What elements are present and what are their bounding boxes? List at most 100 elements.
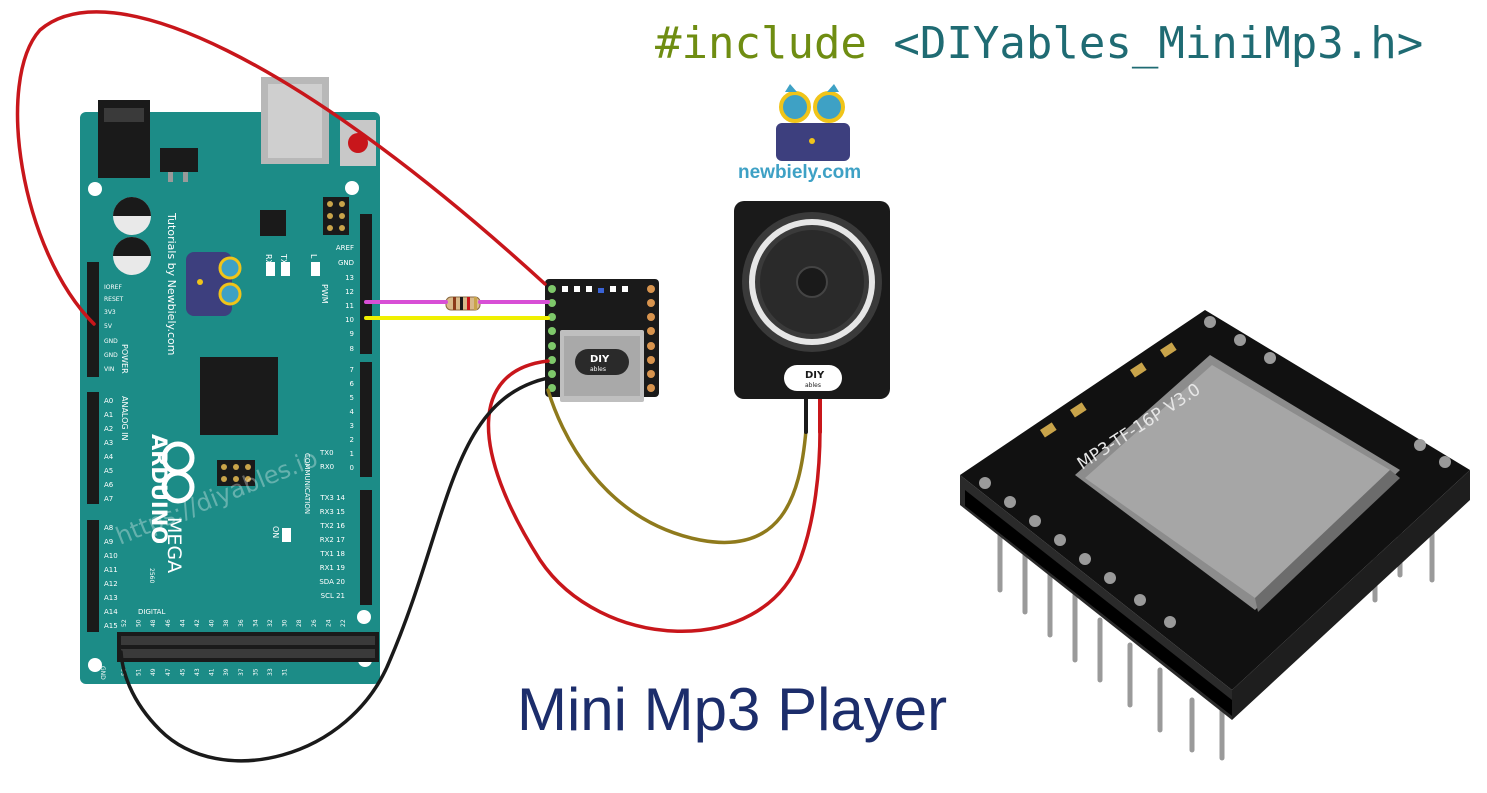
speaker: DIY ables xyxy=(734,201,890,399)
mounting-hole xyxy=(88,658,102,672)
pin-label: 6 xyxy=(350,380,355,388)
led-label-on: ON xyxy=(271,526,280,538)
product-title: Mini Mp3 Player xyxy=(517,676,948,743)
module-photo-smd xyxy=(1040,342,1177,438)
board-model-year: 2560 xyxy=(148,568,155,583)
led-label-rx: RX xyxy=(264,254,273,266)
mp3-module-schematic: DIY ables xyxy=(545,279,659,402)
include-file: <DIYables_MiniMp3.h> xyxy=(893,18,1424,69)
module-pins-right xyxy=(647,285,655,392)
wire-5v-red xyxy=(15,10,547,326)
pin-label: 9 xyxy=(350,330,354,338)
pin-label: A8 xyxy=(104,524,113,532)
pin-label: 3 xyxy=(350,422,354,430)
mounting-hole xyxy=(345,181,359,195)
digital-header-pins xyxy=(121,636,375,658)
rx-led xyxy=(266,262,275,276)
pin-label: 13 xyxy=(345,274,354,282)
pwm-header xyxy=(360,214,372,354)
pin-label: RX3 15 xyxy=(320,508,345,516)
pin-label: 3V3 xyxy=(104,309,116,316)
power-pin-labels: IOREF RESET 3V3 5V GND GND VIN xyxy=(104,284,124,373)
pin-label: IOREF xyxy=(104,284,122,291)
pin-label: GND xyxy=(104,338,118,345)
brand-site: newbiely.com xyxy=(738,162,862,183)
digital-pin-label: 36 xyxy=(238,619,245,627)
pin-label-11: 11 xyxy=(345,302,354,310)
digital-pin-label: 50 xyxy=(136,619,143,627)
newbiely-owl-logo-icon xyxy=(776,84,850,161)
power-header xyxy=(87,262,99,377)
pin-label: 0 xyxy=(350,464,354,472)
serial-label-rx0: RX0 xyxy=(320,463,334,471)
wire-speaker-brown xyxy=(546,388,808,545)
arduino-logo-icon xyxy=(161,441,195,504)
led-label-l: L xyxy=(309,254,318,259)
svg-text:DIY: DIY xyxy=(805,370,825,381)
wires xyxy=(15,10,822,763)
pin-label: SDA 20 xyxy=(319,578,345,586)
wire-speaker-red xyxy=(486,359,822,633)
digital-pin-label: 41 xyxy=(209,668,216,676)
pin-label-5v: 5V xyxy=(104,323,113,330)
digital-pin-label: 26 xyxy=(311,619,318,627)
pin-label: RX2 17 xyxy=(320,536,345,544)
digital-pin-label: 28 xyxy=(296,619,303,627)
analog-header-high xyxy=(87,520,99,632)
pin-label: A15 xyxy=(104,622,118,630)
digital-pin-label: 43 xyxy=(194,668,201,676)
diyables-logo-icon: DIY ables xyxy=(575,349,629,375)
speaker-diyables-logo-icon: DIY ables xyxy=(784,365,842,391)
digital-pin-label: 22 xyxy=(340,619,347,627)
comm-pin-labels: TX3 14 RX3 15 TX2 16 RX2 17 TX1 18 RX1 1… xyxy=(319,494,345,600)
pin-label: GND xyxy=(104,352,118,359)
pin-label: 5 xyxy=(350,394,354,402)
on-led xyxy=(282,528,291,542)
pin-label: AREF xyxy=(336,244,354,252)
pin-label: 8 xyxy=(350,345,354,353)
l-led xyxy=(311,262,320,276)
icsp-header-2 xyxy=(217,460,255,486)
digital-pin-label: 46 xyxy=(165,619,172,627)
analog-header xyxy=(87,392,99,504)
pin-label: A6 xyxy=(104,481,114,489)
digital-pin-label: 49 xyxy=(150,668,157,676)
digital-pin-label: 39 xyxy=(223,668,230,676)
pin-label-10: 10 xyxy=(345,316,354,324)
pin-label: A13 xyxy=(104,594,118,602)
pin-label: TX3 14 xyxy=(319,494,345,502)
pin-label: A7 xyxy=(104,495,113,503)
module-pins-left xyxy=(548,285,556,392)
digital-pin-label: 35 xyxy=(252,668,259,676)
digital-pin-label: 52 xyxy=(121,619,128,627)
digital-pin-label: 31 xyxy=(282,668,289,676)
mounting-hole xyxy=(88,182,102,196)
svg-text:ables: ables xyxy=(805,382,821,389)
comm-group-label: COMMUNICATION xyxy=(303,453,311,514)
pin-label: A14 xyxy=(104,608,118,616)
digital-pin-label: 24 xyxy=(325,619,332,627)
digital-pin-label: 47 xyxy=(165,668,172,676)
owl-mascot-icon xyxy=(186,252,242,316)
pin-label: VIN xyxy=(104,366,114,373)
resistor xyxy=(445,296,481,311)
pin-label: 12 xyxy=(345,288,354,296)
mp3-module-photo: MP3-TF-16P V3.0 xyxy=(960,310,1470,761)
power-group-label: POWER xyxy=(120,344,129,374)
pin-label: TX2 16 xyxy=(319,522,345,530)
module-top-smd xyxy=(562,286,628,292)
mcu-chip xyxy=(200,357,278,435)
pin-label: RESET xyxy=(104,296,124,303)
usb-chip xyxy=(260,210,286,236)
analog-high-pin-labels: A8 A9 A10 A11 A12 A13 A14 A15 xyxy=(104,524,118,630)
digital-pin-label: 45 xyxy=(179,668,186,676)
svg-text:DIY: DIY xyxy=(590,354,610,365)
tx-led xyxy=(281,262,290,276)
mounting-hole xyxy=(357,610,371,624)
status-led xyxy=(598,288,604,293)
pin-label: 7 xyxy=(350,366,354,374)
pin-label: A9 xyxy=(104,538,113,546)
